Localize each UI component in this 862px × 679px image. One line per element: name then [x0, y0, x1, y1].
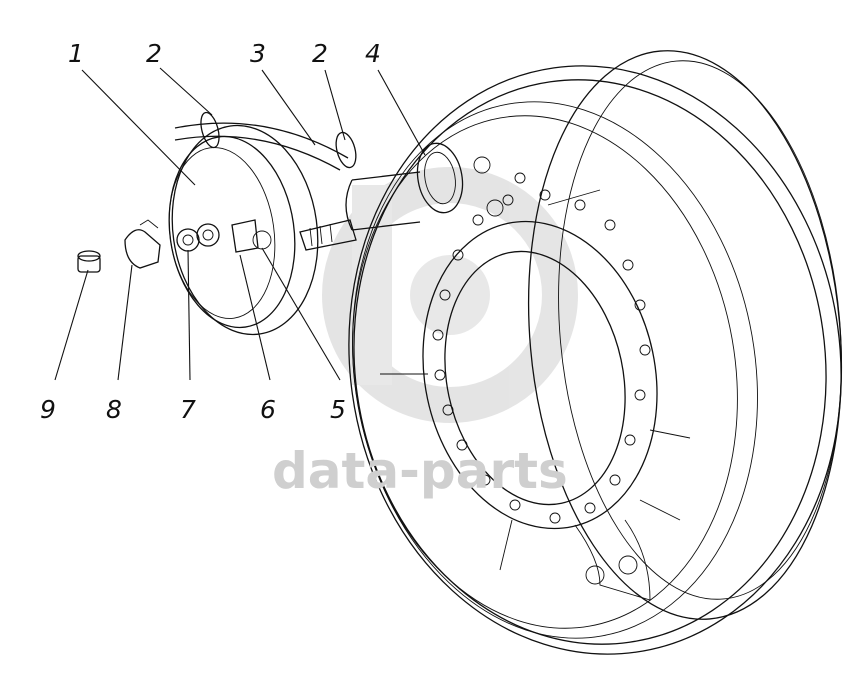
callout-4: 4: [365, 39, 381, 68]
leader-lines: [54, 67, 426, 381]
callout-1: 1: [68, 39, 84, 68]
wheel-rim: [348, 50, 843, 655]
watermark-text: data-parts: [272, 442, 568, 500]
hub-nut: [345, 142, 464, 231]
hose-clamps: [200, 111, 357, 169]
callout-8: 8: [106, 395, 122, 424]
callout-7: 7: [180, 395, 196, 424]
callout-2-left: 2: [146, 39, 162, 68]
pressure-hose: [174, 122, 357, 251]
wheel-disc: [422, 156, 658, 601]
callout-6: 6: [260, 395, 276, 424]
cover-housing: [168, 124, 319, 336]
callout-9: 9: [40, 395, 56, 424]
tap: [124, 219, 161, 269]
callout-5: 5: [330, 395, 346, 424]
callout-labels: 1 2 3 2 4 9 8 7 6 5: [40, 39, 381, 424]
callout-3: 3: [250, 39, 266, 68]
callout-2-right: 2: [312, 39, 328, 68]
plug: [77, 250, 101, 273]
